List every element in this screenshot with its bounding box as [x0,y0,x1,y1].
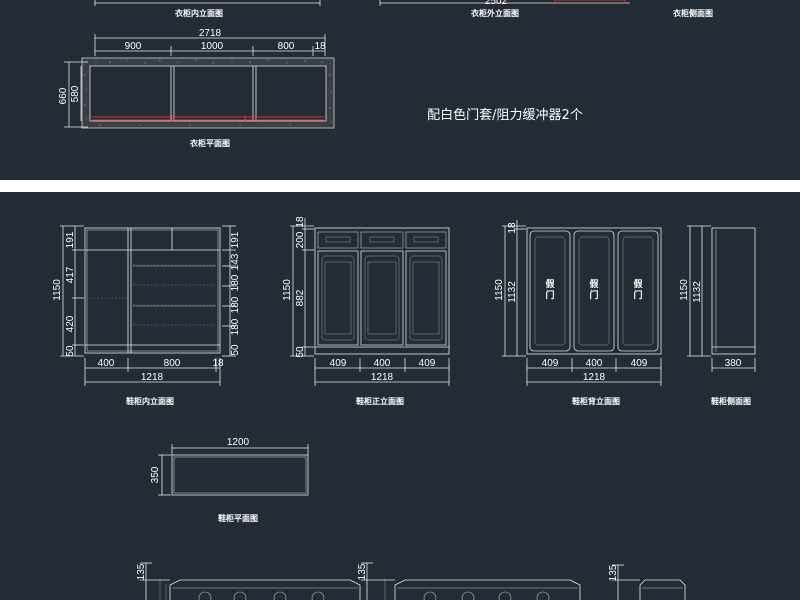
dim-shoe-plan-depth: 350 [150,466,161,483]
dim-inner-left-3: 420 [65,315,76,332]
caption-shoe-plan: 鞋柜平面图 [218,513,258,523]
dim-plan-total: 2718 [199,28,222,39]
dim-inner-total: 1218 [141,372,164,383]
dim-plan-depth-outer: 660 [58,87,69,104]
caption-shoe-back: 鞋柜背立面图 [572,396,620,406]
caption-wardrobe-plan: 衣柜平面图 [190,138,230,148]
dim-inner-w-3: 18 [212,358,224,369]
dim-back-total: 1218 [583,372,606,383]
caption-shoe-side: 鞋柜侧面图 [711,396,751,406]
dim-plan-seg-2: 1000 [201,41,224,52]
dim-plan-depth-inner: 580 [70,85,81,102]
hardware-note: 配白色门套/阻力缓冲器2个 [427,107,583,123]
fake-door-label-3b: 门 [633,289,642,301]
dim-plan-seg-1: 900 [125,41,142,52]
dim-back-left-2: 1132 [507,281,518,303]
dim-front-total: 1218 [371,372,394,383]
dim-front-w-3: 409 [419,358,436,369]
dim-shoe-plan-width: 1200 [227,437,250,448]
shoe-cabinet-back-elevation: 假 门 假 门 假 门 1150 18 1132 409 400 409 121… [494,220,662,406]
lower-drawing-panel [0,192,800,600]
caption-shoe-front: 鞋柜正立面图 [356,396,404,406]
wardrobe-plan: 2718 900 1000 800 18 [58,28,335,148]
dim-back-w-2: 400 [586,358,603,369]
fake-door-label-1a: 假 [545,278,555,290]
shoe-cabinet-plan: 1200 350 鞋柜平面图 [150,437,309,523]
dim-inner-right-5: 180 [230,318,241,335]
dim-inner-w-1: 400 [98,358,115,369]
dim-back-w-1: 409 [542,358,559,369]
dim-inner-right-6: 50 [230,344,241,356]
wardrobe-outer-elevation-partial: 2502 衣柜外立面图 [379,0,630,18]
dim-inner-right-2: 143 [230,253,241,270]
fake-door-label-2a: 假 [589,278,599,290]
dim-front-left-4: 50 [295,346,306,358]
dim-side-depth: 380 [725,358,742,369]
caption-wardrobe-outer: 衣柜外立面图 [471,8,519,18]
dim-front-left-3: 882 [295,289,306,306]
fake-door-label-3a: 假 [633,278,643,290]
shoe-cabinet-side-elevation: 1150 1132 380 鞋柜侧面图 [679,225,756,406]
dim-bottom-2: 135 [357,563,368,580]
dim-side-inner-height: 1132 [692,281,703,303]
dim-inner-w-2: 800 [164,358,181,369]
wardrobe-inner-elevation-partial: 衣柜内立面图 [94,0,321,18]
dim-side-height: 1150 [679,279,690,301]
dim-inner-height: 1150 [52,279,63,301]
dim-front-w-1: 409 [330,358,347,369]
dim-bottom-1: 135 [136,563,147,580]
shoe-cabinet-inner-elevation: 1150 191 417 420 50 191 143 180 180 180 … [52,225,241,406]
dim-partial-width: 2502 [485,0,508,7]
dim-front-w-2: 400 [374,358,391,369]
dim-back-left-1: 18 [507,222,518,234]
caption-wardrobe-side: 衣柜侧面图 [673,8,713,18]
caption-wardrobe-inner: 衣柜内立面图 [175,8,223,18]
dim-plan-seg-4: 18 [314,41,326,52]
fake-door-label-1b: 门 [545,289,554,301]
dim-inner-left-1: 191 [65,231,76,248]
dim-bottom-3: 135 [608,564,619,581]
fake-door-label-2b: 门 [589,289,598,301]
dim-plan-seg-3: 800 [278,41,295,52]
bottom-partial-drawings: 135 135 135 [136,562,686,600]
dim-back-w-3: 409 [631,358,648,369]
dim-front-left-1: 18 [295,216,306,228]
dim-inner-left-2: 417 [65,266,76,283]
caption-shoe-inner: 鞋柜内立面图 [126,396,174,406]
dim-back-height: 1150 [494,279,505,301]
shoe-cabinet-front-elevation: 1150 18 200 882 50 409 400 409 1218 鞋柜正立… [282,216,450,406]
dim-inner-right-4: 180 [230,296,241,313]
dim-inner-right-3: 180 [230,274,241,291]
dim-inner-left-4: 50 [65,345,76,357]
dim-inner-right-1: 191 [230,231,241,248]
dim-front-left-2: 200 [295,231,306,248]
dim-front-height: 1150 [282,279,293,301]
wardrobe-side-elevation-partial: 衣柜侧面图 [673,8,713,18]
